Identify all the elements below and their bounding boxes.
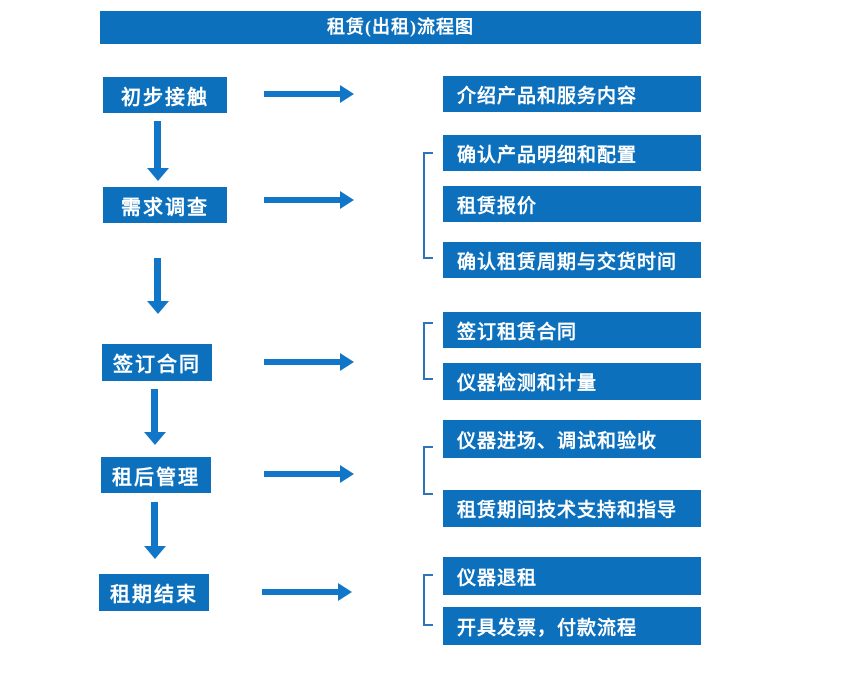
right-arrow-head [340,85,354,103]
step-box-post-rental-management: 租后管理 [101,457,211,493]
detail-box-instrument-setup-acceptance: 仪器进场、调试和验收 [443,420,701,458]
down-arrow-1 [147,121,169,181]
detail-box-introduce-products: 介绍产品和服务内容 [443,76,701,112]
down-arrow-3 [144,389,166,445]
right-arrow-2 [264,191,354,209]
detail-box-confirm-rental-period: 确认租赁周期与交货时间 [443,242,701,278]
down-arrow-head [144,546,166,559]
step-box-demand-survey: 需求调查 [103,187,227,223]
group-bracket-sign-contract [423,322,433,380]
right-arrow-shaft [264,359,342,365]
detail-box-rental-quotation: 租赁报价 [443,186,701,222]
down-arrow-head [147,168,169,181]
right-arrow-4 [264,465,354,483]
detail-box-sign-rental-contract: 签订租赁合同 [443,312,701,348]
down-arrow-head [147,301,169,314]
right-arrow-head [338,583,352,601]
group-bracket-rental-end [423,574,433,626]
detail-box-technical-support: 租赁期间技术支持和指导 [443,490,701,527]
right-arrow-shaft [262,589,340,595]
right-arrow-head [340,353,354,371]
step-box-sign-contract: 签订合同 [102,344,212,381]
step-box-initial-contact: 初步接触 [103,77,227,113]
right-arrow-shaft [264,471,342,477]
down-arrow-shaft [151,502,158,547]
down-arrow-4 [144,502,166,559]
detail-box-instrument-return: 仪器退租 [443,557,701,595]
detail-box-invoice-payment: 开具发票，付款流程 [443,607,701,645]
right-arrow-5 [262,583,352,601]
right-arrow-head [340,465,354,483]
right-arrow-shaft [264,91,342,97]
detail-box-confirm-product-details: 确认产品明细和配置 [443,135,701,171]
down-arrow-shaft [154,258,161,302]
group-bracket-post-rental [423,446,433,495]
down-arrow-shaft [151,389,158,433]
down-arrow-shaft [154,121,161,169]
down-arrow-2 [147,258,169,314]
flowchart-title: 租赁(出租)流程图 [100,11,701,44]
step-box-rental-end: 租期结束 [99,574,209,611]
down-arrow-head [144,432,166,445]
right-arrow-3 [264,353,354,371]
detail-box-instrument-testing: 仪器检测和计量 [443,363,701,400]
right-arrow-shaft [264,197,342,203]
group-bracket-demand-survey [423,152,433,259]
right-arrow-1 [264,85,354,103]
right-arrow-head [340,191,354,209]
